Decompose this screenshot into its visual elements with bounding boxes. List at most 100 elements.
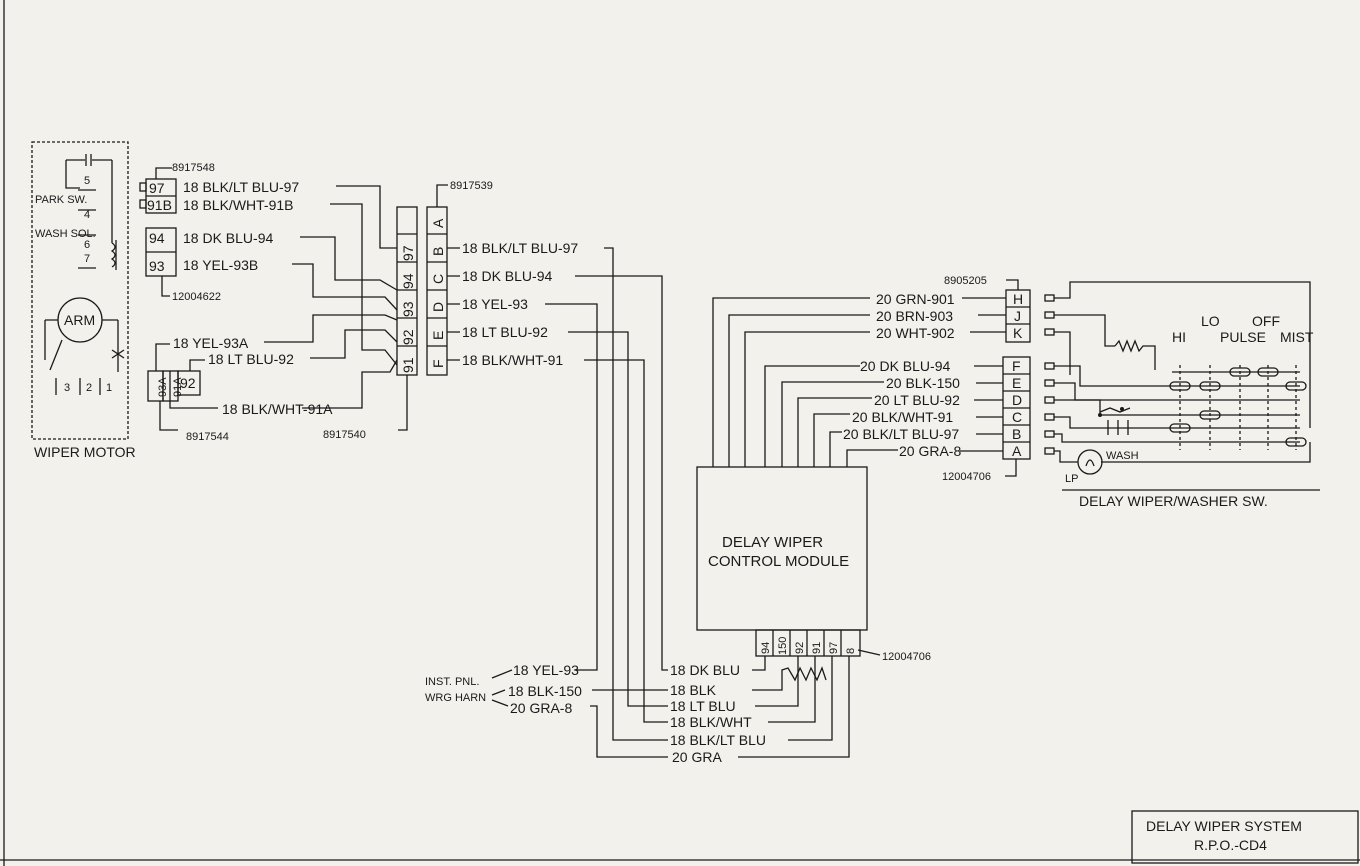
part-8917539: 8917539 [450,180,493,192]
module-pin-97: 97 [828,642,840,654]
lamp-label: LP [1065,473,1078,485]
switch-pin-f: F [1012,358,1021,374]
inline-pin-d: D [430,302,446,312]
module-wire-dkblu: 18 DK BLU [670,662,740,678]
switch-pin-b: B [1012,426,1021,442]
control-module: DELAY WIPER CONTROL MODULE 94 150 92 91 … [696,466,931,663]
armature-label: ARM [64,312,95,328]
inline-pin-94: 94 [400,273,416,289]
pin-92: 92 [180,375,196,391]
switch-wire-97: 20 BLK/LT BLU-97 [843,426,959,442]
module-title-line2: CONTROL MODULE [708,553,849,570]
title-line2: R.P.O.-CD4 [1194,837,1267,853]
pin-91b: 91B [147,197,172,213]
pin-93a: 93A [157,377,169,397]
position-hi: HI [1172,329,1186,345]
switch-wire-903: 20 BRN-903 [876,308,953,324]
terminal-1: 1 [106,382,112,394]
inst-panel-label: INST. PNL. [425,676,479,688]
wash-solenoid-label: WASH SOL. [35,228,96,240]
inline-pin-b: B [430,247,446,256]
inline-pin-e: E [430,331,446,340]
wiring-harness-label: WRG HARN [425,692,486,704]
module-wire-gra: 20 GRA [672,749,722,765]
wire-94-label: 18 DK BLU-94 [183,230,273,246]
wire-91b-label: 18 BLK/WHT-91B [183,197,294,213]
inline-pin-a: A [430,218,446,228]
inline-pin-93: 93 [400,301,416,317]
lamp-icon [1077,449,1103,475]
harness-wire-91-label: 18 BLK/WHT-91 [462,352,563,368]
inline-pin-f: F [430,359,446,368]
motor-connector-upper: 97 91B 8917548 [139,162,215,214]
pin-93: 93 [149,258,165,274]
wash-label: WASH [1106,450,1139,462]
pin-91a: 91A [172,377,184,397]
part-8917548: 8917548 [172,162,215,174]
part-12004706-switch: 12004706 [942,471,991,483]
module-wire-blkltblu: 18 BLK/LT BLU [670,732,766,748]
switch-connector-upper: H J K 8905205 [944,275,1031,343]
terminal-6: 6 [84,239,90,251]
module-connector [755,629,861,657]
inline-connector-right: A B C D E F 8917539 [426,180,493,376]
wire-91a-label: 18 BLK/WHT-91A [222,401,333,417]
part-8917540: 8917540 [323,429,366,441]
motor-connector-small: 93A 91A 92 8917544 [147,370,229,443]
switch-wire-92: 20 LT BLU-92 [874,392,960,408]
inline-pin-92: 92 [400,329,416,345]
module-pin-94: 94 [760,642,772,654]
switch-wire-901: 20 GRN-901 [876,291,955,307]
inst-wire-8-label: 20 GRA-8 [510,700,572,716]
wire-93b-label: 18 YEL-93B [183,257,258,273]
terminal-7: 7 [84,253,90,265]
delay-wiper-switch: LP WASH HI LO PULSE OFF MIST DELAY WIPER… [1044,281,1320,509]
module-wire-blkwht: 18 BLK/WHT [670,714,752,730]
part-8917544: 8917544 [186,431,229,443]
inline-connector-left: 97 94 93 92 91 8917540 [323,206,418,441]
harness-wire-93-label: 18 YEL-93 [462,296,528,312]
switch-wire-150: 20 BLK-150 [886,375,960,391]
switch-title: DELAY WIPER/WASHER SW. [1079,493,1268,509]
module-wire-blk: 18 BLK [670,682,717,698]
part-12004622: 12004622 [172,291,221,303]
position-pulse: PULSE [1220,329,1266,345]
title-block: DELAY WIPER SYSTEM R.P.O.-CD4 [1131,810,1359,864]
switch-pin-d: D [1012,392,1022,408]
module-pin-91: 91 [811,642,823,654]
switch-pin-j: J [1014,308,1021,324]
wiper-motor: WIPER MOTOR PARK SW. WASH SOL. 5 4 6 7 A… [31,141,136,460]
pin-97: 97 [149,180,165,196]
module-wire-ltblu: 18 LT BLU [670,698,736,714]
position-lo: LO [1201,313,1220,329]
wire-92-label: 18 LT BLU-92 [208,351,294,367]
inline-pin-97: 97 [400,245,416,261]
part-8905205: 8905205 [944,275,987,287]
inline-pin-c: C [430,274,446,284]
switch-pin-e: E [1012,375,1021,391]
switch-pin-k: K [1013,325,1023,341]
switch-pin-c: C [1012,409,1022,425]
inst-wire-93-label: 18 YEL-93 [513,662,579,678]
module-part-12004706: 12004706 [882,651,931,663]
switch-pin-h: H [1013,291,1023,307]
harness-wire-97-label: 18 BLK/LT BLU-97 [462,240,578,256]
pin-94: 94 [149,230,165,246]
position-off: OFF [1252,313,1280,329]
terminal-2: 2 [86,382,92,394]
harness-wire-94-label: 18 DK BLU-94 [462,268,552,284]
switch-wire-902: 20 WHT-902 [876,325,955,341]
inst-wire-150-label: 18 BLK-150 [508,683,582,699]
module-pin-8: 8 [845,648,857,654]
terminal-5: 5 [84,175,90,187]
module-title-line1: DELAY WIPER [722,534,823,551]
wire-97-label: 18 BLK/LT BLU-97 [183,179,299,195]
wire-93a-label: 18 YEL-93A [173,335,249,351]
switch-wire-91: 20 BLK/WHT-91 [852,409,953,425]
module-pin-150: 150 [777,637,789,655]
module-pin-92: 92 [794,642,806,654]
title-line1: DELAY WIPER SYSTEM [1146,818,1302,834]
wiper-motor-title: WIPER MOTOR [34,444,136,460]
terminal-4: 4 [84,209,90,221]
